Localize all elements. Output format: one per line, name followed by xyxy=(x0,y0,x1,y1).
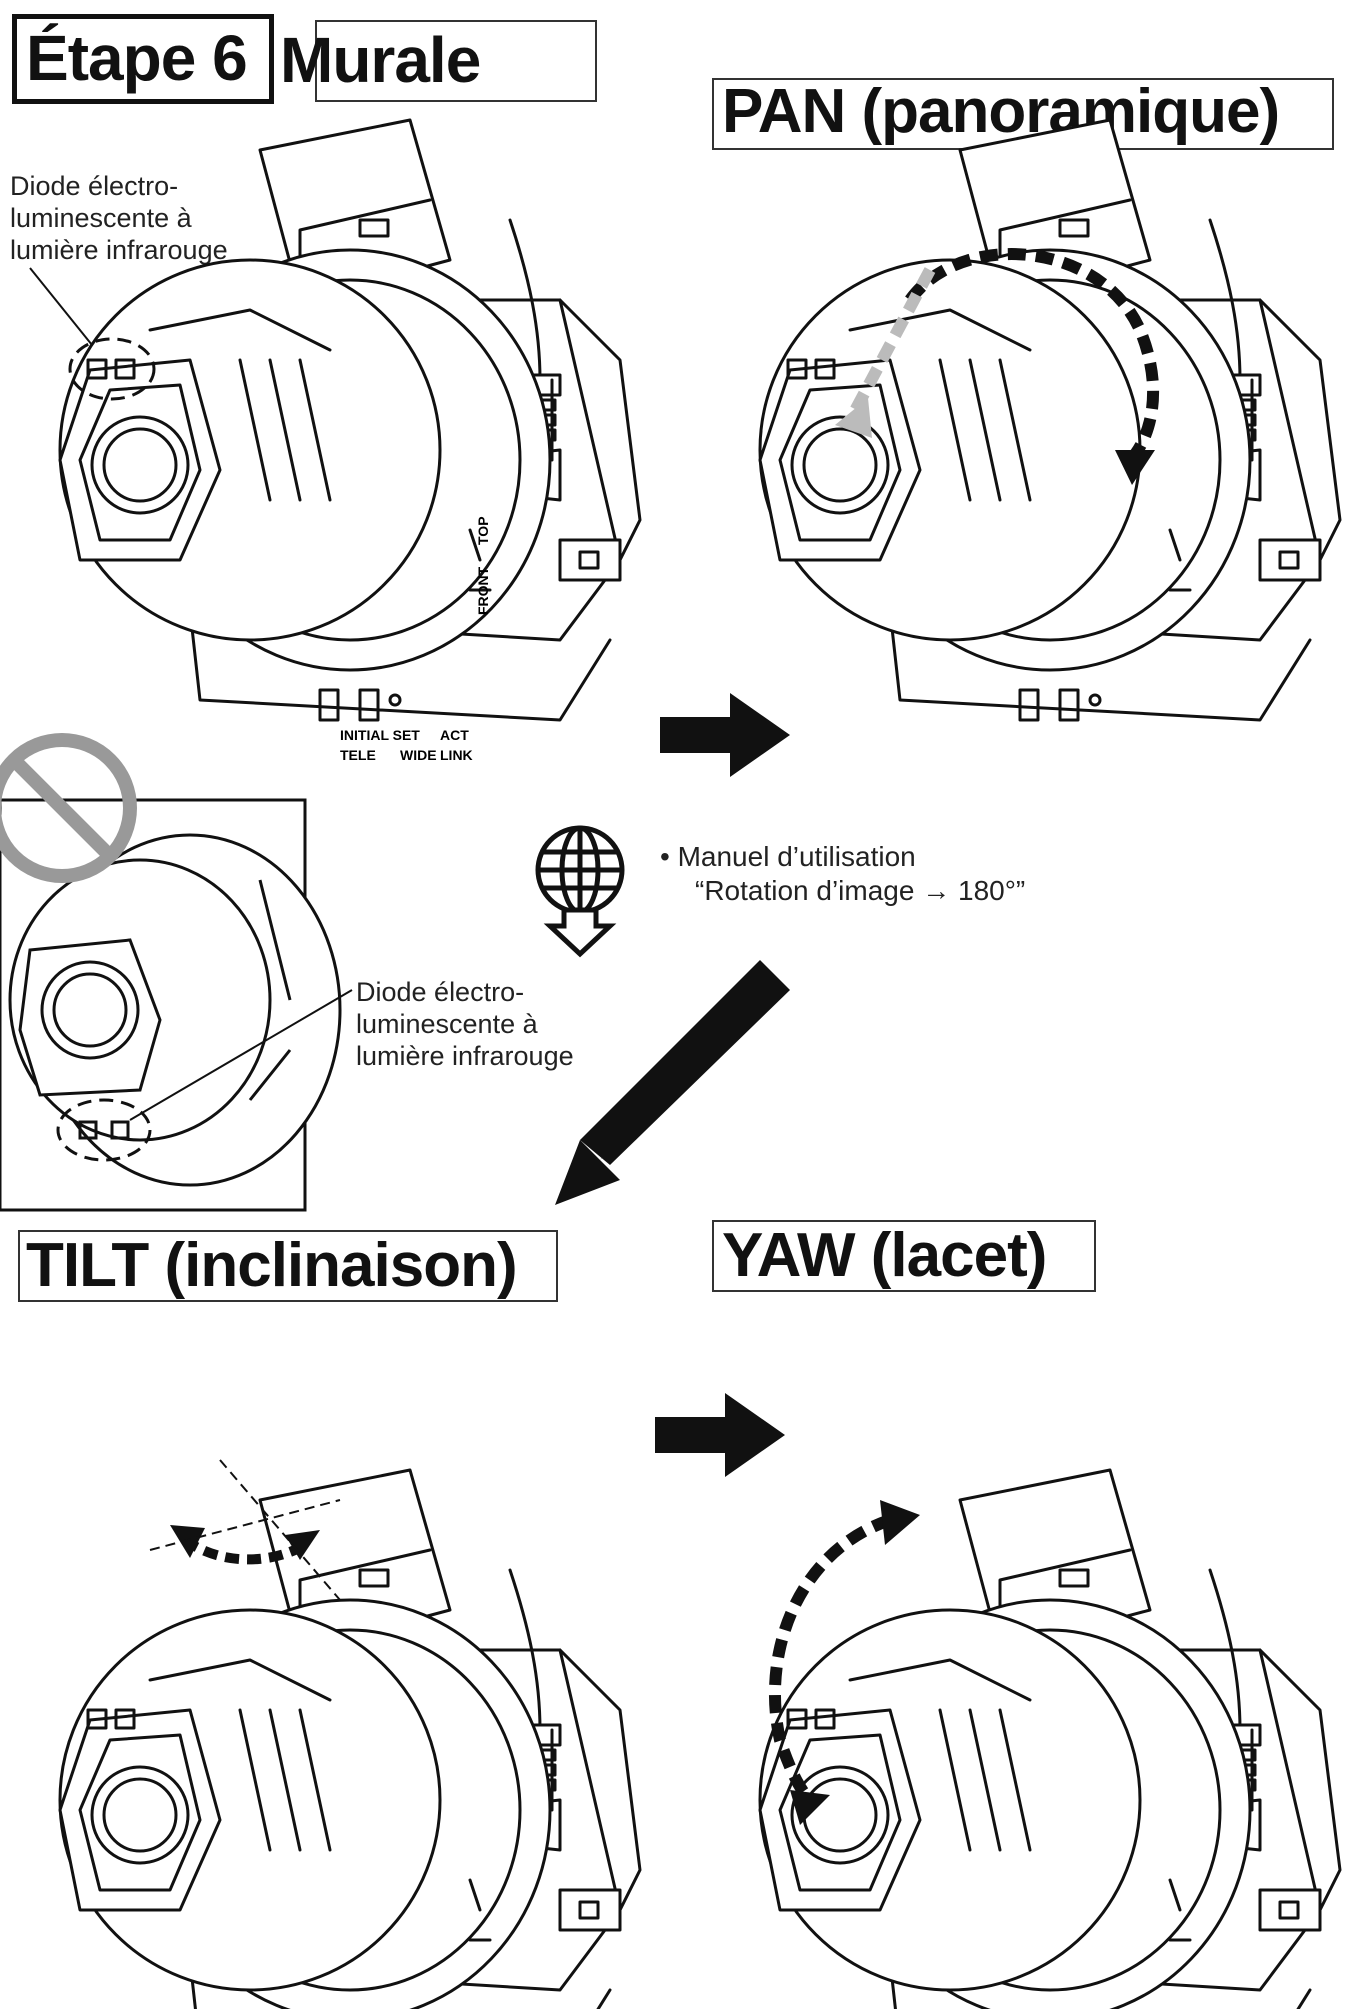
step-frame xyxy=(12,14,274,104)
step-label: Étape 6 xyxy=(26,22,248,94)
pan-title: PAN (panoramique) xyxy=(722,77,1280,146)
act-label: ACT xyxy=(440,727,469,743)
camera-illustration-pan xyxy=(760,120,1340,720)
image-rotation-reference: “Rotation d’image → 180°” xyxy=(695,875,1026,906)
manual-reference: • Manuel d’utilisation xyxy=(660,841,916,872)
led-callout-inset-line3: lumière infrarouge xyxy=(356,1041,574,1071)
incorrect-orientation-inset xyxy=(0,733,353,1212)
camera-illustration-tilt xyxy=(60,1459,640,2009)
tele-label: TELE xyxy=(340,747,376,763)
initial-set-label: INITIAL SET xyxy=(340,727,420,743)
top-label: TOP xyxy=(475,516,491,545)
arrow-to-yaw xyxy=(655,1393,785,1477)
led-callout-inset-line2: luminescente à xyxy=(356,1009,538,1039)
tilt-title: TILT (inclinaison) xyxy=(26,1231,518,1300)
link-label: LINK xyxy=(440,747,473,763)
prohibited-icon xyxy=(0,733,137,883)
tilt-frame xyxy=(18,1230,558,1302)
led-callout-top-line2: luminescente à xyxy=(10,203,192,233)
yaw-title: YAW (lacet) xyxy=(722,1221,1047,1290)
yaw-frame xyxy=(712,1220,1096,1292)
front-label: FRONT xyxy=(475,566,491,615)
mount-label: Murale xyxy=(280,24,481,96)
wide-label: WIDE xyxy=(400,747,437,763)
globe-download-icon xyxy=(535,825,625,958)
camera-illustration-yaw xyxy=(760,1470,1340,2009)
led-callout-top-line1: Diode électro- xyxy=(10,171,179,201)
camera-illustration-initial xyxy=(29,120,640,720)
led-callout-top-line3: lumière infrarouge xyxy=(10,235,228,265)
arrow-to-pan xyxy=(660,693,790,777)
arrow-to-tilt xyxy=(555,960,790,1205)
led-callout-inset-line1: Diode électro- xyxy=(356,977,525,1007)
mount-frame xyxy=(315,20,597,102)
